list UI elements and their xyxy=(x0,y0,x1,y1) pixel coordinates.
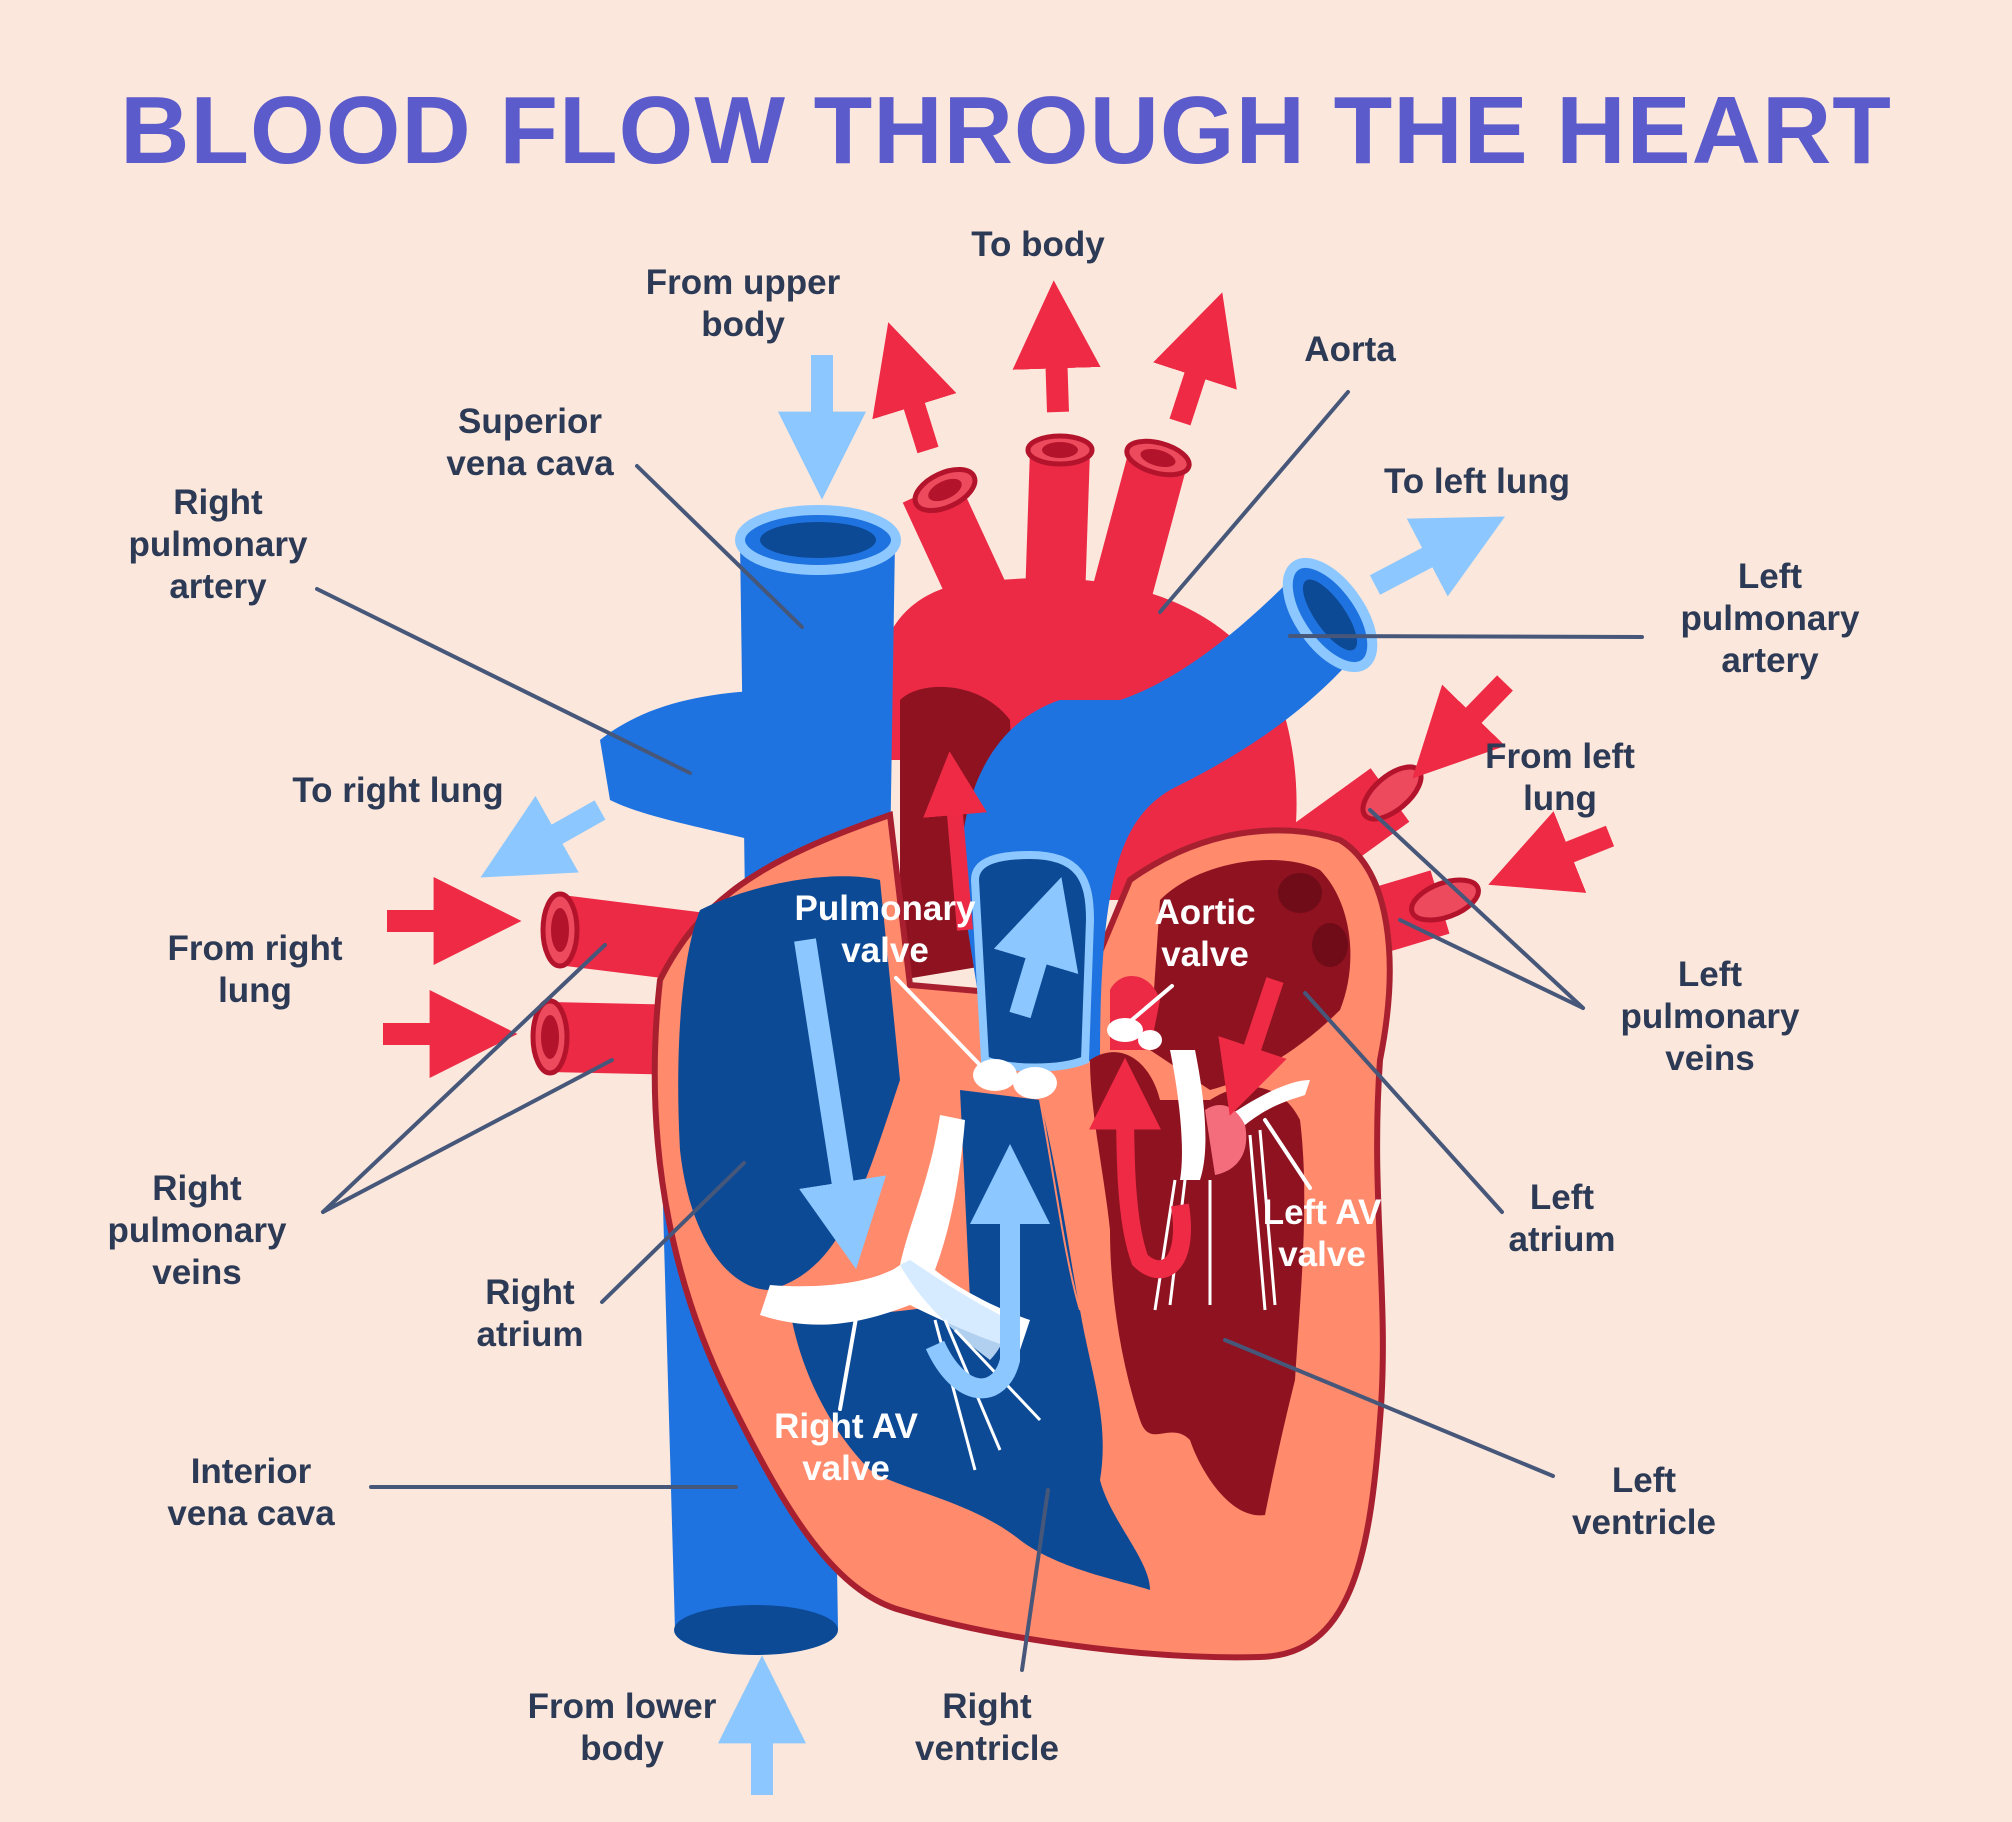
label-superior-vena-cava: Superior vena cava xyxy=(446,402,614,483)
aortic-branch-2 xyxy=(1025,433,1095,601)
label-pulmonary-valve: Pulmonary valve xyxy=(794,889,976,970)
label-right-pulmonary-veins: Right pulmonary veins xyxy=(107,1169,287,1292)
arrow-from-left-lung-2 xyxy=(1488,811,1615,893)
label-left-atrium: Left atrium xyxy=(1508,1178,1616,1259)
aortic-branch-3 xyxy=(1091,438,1192,608)
flow-arrow-left-ventricle xyxy=(1089,1057,1191,1279)
right-av-valve-cusp xyxy=(900,1260,1010,1360)
label-interior-vena-cava: Interior vena cava xyxy=(167,1452,335,1533)
label-to-right-lung: To right lung xyxy=(292,771,504,810)
label-from-right-lung: From right lung xyxy=(167,929,343,1010)
right-pulmonary-artery-vessel xyxy=(600,690,790,850)
flow-arrow-right-ventricle xyxy=(925,1144,1050,1399)
pulmonary-vein-opening-2 xyxy=(1312,923,1348,967)
label-left-av-valve: Left AV valve xyxy=(1262,1193,1382,1274)
label-left-ventricle: Left ventricle xyxy=(1572,1461,1716,1542)
label-right-ventricle: Right ventricle xyxy=(915,1687,1059,1768)
pulmonary-vein-opening-1 xyxy=(1278,873,1322,913)
label-aortic-valve: Aortic valve xyxy=(1154,893,1256,974)
label-from-lower-body: From lower body xyxy=(527,1687,717,1768)
label-right-pulmonary-artery: Right pulmonary artery xyxy=(128,483,308,606)
label-left-pulmonary-artery: Left pulmonary artery xyxy=(1680,557,1860,680)
superior-vena-cava xyxy=(740,540,895,900)
right-ventricle-septum-edge xyxy=(1039,1099,1081,1311)
flow-arrow-left-atrium xyxy=(1218,977,1287,1116)
right-av-valve-shape xyxy=(760,1115,1030,1350)
arrow-to-body-2 xyxy=(1012,280,1101,413)
arrow-to-left-lung xyxy=(1369,516,1506,597)
arrow-to-body-1 xyxy=(872,322,957,454)
left-ventricle-chamber xyxy=(1090,1052,1305,1516)
flow-arrow-pulmonary-trunk xyxy=(993,877,1079,1019)
label-right-av-valve: Right AV valve xyxy=(774,1407,918,1488)
flow-arrow-aorta-ascending xyxy=(923,751,987,931)
left-atrium-chamber xyxy=(1150,860,1351,1090)
label-right-atrium: Right atrium xyxy=(476,1273,584,1354)
label-to-left-lung: To left lung xyxy=(1384,462,1570,501)
label-to-body: To body xyxy=(971,225,1105,264)
arrow-to-body-3 xyxy=(1153,292,1237,426)
label-aorta: Aorta xyxy=(1304,330,1396,369)
label-left-pulmonary-veins: Left pulmonary veins xyxy=(1620,955,1800,1078)
label-from-left-lung: From left lung xyxy=(1485,737,1635,818)
aortic-valve-shape xyxy=(1107,1018,1162,1050)
arrow-to-right-lung xyxy=(480,795,606,878)
label-from-upper-body: From upper body xyxy=(645,263,841,344)
diagram-title: BLOOD FLOW THROUGH THE HEART xyxy=(120,77,1892,184)
left-av-valve-center xyxy=(1205,1105,1247,1175)
leader-lines xyxy=(315,390,1644,1672)
flow-arrow-right-atrium xyxy=(794,938,887,1270)
arrow-from-left-lung-1 xyxy=(1412,675,1513,779)
pulmonary-valve-shape xyxy=(973,1059,1057,1099)
